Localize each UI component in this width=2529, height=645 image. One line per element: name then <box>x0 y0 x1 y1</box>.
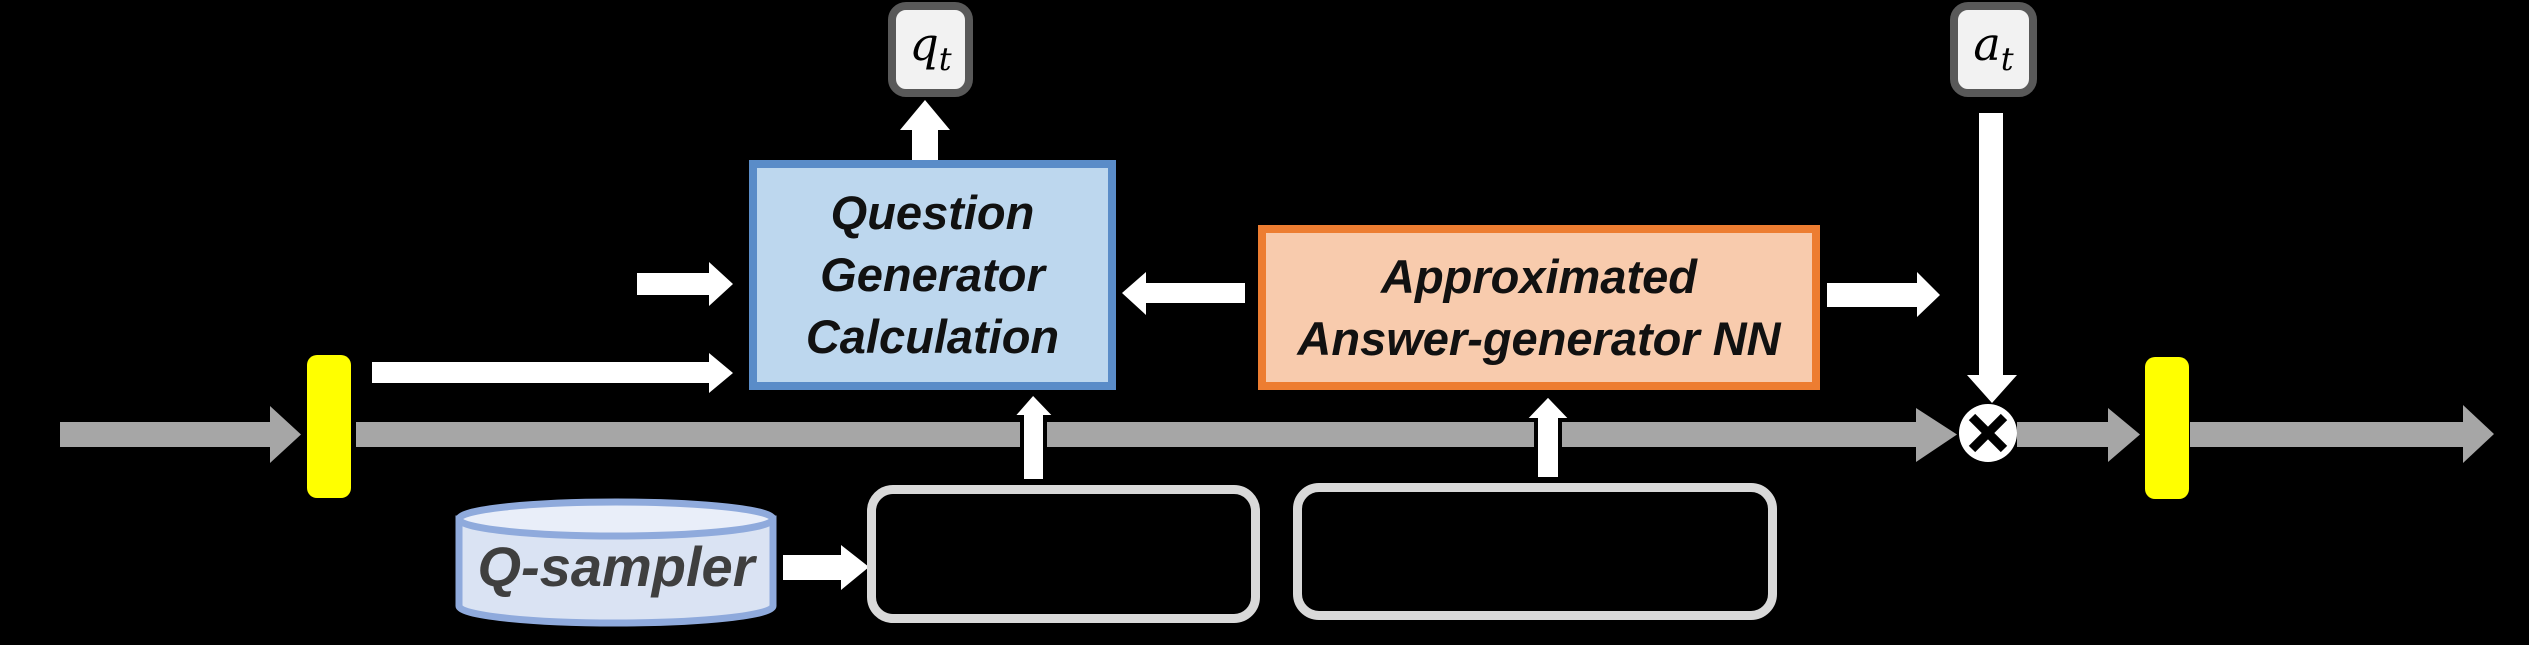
arrow-into-qgc-long <box>372 353 733 393</box>
arrow-answer-token-to-multiply <box>1967 113 2017 403</box>
gray-flow-arrow-after-multiply <box>2017 408 2140 462</box>
question-token-label: qt <box>909 17 952 78</box>
timestep-bar-right <box>2145 357 2189 499</box>
answer-token-subscript: t <box>2000 40 2014 78</box>
question-token-subscript: t <box>938 40 952 78</box>
arrow-qgc-to-question-token <box>900 100 950 160</box>
gray-flow-line-main <box>356 408 1957 462</box>
gray-flow-arrow-left <box>60 406 301 463</box>
question-token-box: qt <box>888 2 973 97</box>
arrow-aagnn-output-right <box>1827 272 1940 317</box>
qgc-label-line3: Calculation <box>805 310 1060 363</box>
arrow-into-qgc-short <box>637 262 733 306</box>
arrow-qsampler-to-placeholder1 <box>783 545 869 590</box>
placeholder-box-2 <box>1293 483 1777 620</box>
approximated-answer-generator-box: Approximated Answer-generator NN <box>1258 225 1820 390</box>
multiply-icon <box>1959 404 2017 462</box>
timestep-bar-left <box>307 355 351 498</box>
qgc-label-line1: Question <box>830 186 1035 239</box>
q-sampler-label: Q-sampler <box>477 535 755 598</box>
placeholder-box-1 <box>867 485 1260 623</box>
answer-token-label: at <box>1973 17 2014 78</box>
gray-flow-arrow-right-end <box>2190 405 2494 463</box>
aagnn-label-line1: Approximated <box>1381 249 1697 303</box>
answer-token-box: at <box>1950 2 2037 97</box>
q-sampler-cylinder <box>455 498 777 627</box>
arrow-placeholder2-to-aagnn <box>1519 392 1577 481</box>
aagnn-label-line2: Answer-generator NN <box>1297 311 1781 365</box>
question-generator-calculation-box: Question Generator Calculation <box>749 160 1116 390</box>
qgc-label-line2: Generator <box>820 248 1045 301</box>
arrow-placeholder1-to-qgc <box>1007 390 1061 483</box>
arrow-aagnn-to-qgc <box>1122 272 1245 315</box>
